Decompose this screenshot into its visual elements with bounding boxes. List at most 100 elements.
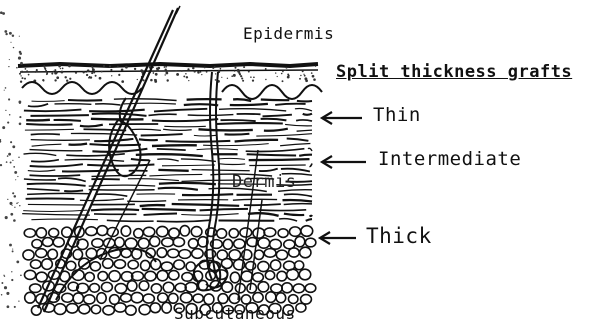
epidermis-dot xyxy=(176,73,179,76)
fat-cell xyxy=(293,284,304,293)
speckle-dot xyxy=(18,57,21,60)
speckle-dot xyxy=(18,202,19,203)
dermis-fibre xyxy=(310,164,313,167)
dermis-fibre xyxy=(181,159,216,162)
dermis-fibre xyxy=(95,104,120,105)
epidermis-dot xyxy=(51,73,53,75)
dermis-fibre xyxy=(26,124,72,125)
dermis-fibre xyxy=(91,119,144,120)
fat-cell xyxy=(115,237,124,247)
dermis-fibre xyxy=(306,219,312,221)
fat-cell xyxy=(168,249,179,258)
fat-cell xyxy=(143,294,154,303)
fat-cell xyxy=(92,239,103,248)
fat-cell xyxy=(150,236,160,246)
thick-graft-label: Thick xyxy=(366,224,432,248)
fat-cell xyxy=(127,281,137,291)
fat-cell xyxy=(174,260,185,269)
dermis-fibre xyxy=(89,110,145,112)
dermis-fibre xyxy=(144,214,178,215)
epidermis-dot xyxy=(46,71,47,72)
intermediate-graft-label: Intermediate xyxy=(378,148,521,170)
fat-cell xyxy=(192,249,203,259)
fat-cell xyxy=(276,250,287,260)
dermis-fibre xyxy=(107,220,154,221)
fat-cell xyxy=(282,283,293,293)
dermis-fibre xyxy=(256,134,312,136)
epidermis-dot xyxy=(197,71,200,74)
fat-cell xyxy=(139,305,150,315)
fat-cell xyxy=(300,247,311,258)
speckle-dot xyxy=(11,271,12,272)
epidermis-dot xyxy=(53,71,54,72)
fat-cell xyxy=(305,284,316,293)
dermis-fibre xyxy=(172,204,240,206)
speckle-dot xyxy=(10,42,11,43)
epidermis-dot xyxy=(164,66,166,68)
speckle-dot xyxy=(13,166,15,168)
speckle-dot xyxy=(12,205,13,206)
fat-cell xyxy=(73,293,83,304)
dermis-fibre xyxy=(31,115,89,116)
fat-cell xyxy=(53,238,64,247)
dermis-fibre xyxy=(248,213,279,216)
dermis-fibre xyxy=(71,133,137,135)
dermis-fibre xyxy=(285,124,312,125)
fat-cell xyxy=(150,303,160,313)
fat-cell xyxy=(121,249,131,258)
speckle-dot xyxy=(8,66,9,67)
dermis-fibre xyxy=(32,101,65,102)
dermis-fibre xyxy=(26,120,50,121)
fat-cell xyxy=(114,303,126,312)
dermis-fibre xyxy=(128,179,179,181)
dermis-fibre xyxy=(30,150,83,151)
dermis-fibre xyxy=(157,220,211,222)
fat-cell xyxy=(191,227,202,237)
dermis-fibre xyxy=(30,175,81,176)
epidermis-dot xyxy=(56,76,59,79)
epidermis-dot xyxy=(54,69,56,71)
epidermis-dot xyxy=(165,74,166,75)
epidermis-dot xyxy=(241,77,243,79)
fat-cell xyxy=(62,293,73,302)
fat-cell xyxy=(173,238,184,247)
epidermis-dot xyxy=(192,67,194,69)
epidermis-dot xyxy=(95,75,97,77)
fat-cell xyxy=(162,238,174,247)
fat-cell xyxy=(49,228,59,237)
epidermis-dot xyxy=(282,71,284,73)
dermis-fibre xyxy=(139,139,158,140)
fat-cell xyxy=(25,292,36,303)
dermis-fibre xyxy=(219,158,245,159)
fat-cell xyxy=(121,226,130,236)
fat-cell xyxy=(66,304,78,314)
dermis-fibre xyxy=(136,154,203,156)
dermis-fibre xyxy=(203,144,269,146)
fat-cell xyxy=(125,305,136,315)
dermis-fibre xyxy=(280,144,310,146)
fat-cell xyxy=(23,250,34,260)
dermis-fibre xyxy=(31,219,98,220)
dermis-fibre xyxy=(90,144,141,145)
epidermis-dot xyxy=(186,76,188,78)
epidermis-dot xyxy=(176,70,177,71)
speckle-dot xyxy=(16,203,17,204)
fat-cell xyxy=(66,261,76,270)
fat-cell xyxy=(103,259,113,269)
dermis-fibre xyxy=(157,149,186,150)
speckle-dot xyxy=(15,179,16,180)
dermis-fibre xyxy=(96,194,127,196)
epidermis-dot xyxy=(304,75,306,77)
fat-cell xyxy=(295,261,304,270)
fat-cell xyxy=(230,272,239,283)
fat-cell xyxy=(30,260,40,269)
epidermis-dot xyxy=(227,78,228,79)
dermis-fibre xyxy=(131,129,161,130)
speckle-dot xyxy=(7,305,10,308)
epidermis-dot xyxy=(187,68,189,70)
epidermis-dot xyxy=(87,70,89,72)
fat-cell xyxy=(151,284,161,293)
dermis-fibre xyxy=(24,110,82,112)
dermis-fibre xyxy=(249,165,305,166)
